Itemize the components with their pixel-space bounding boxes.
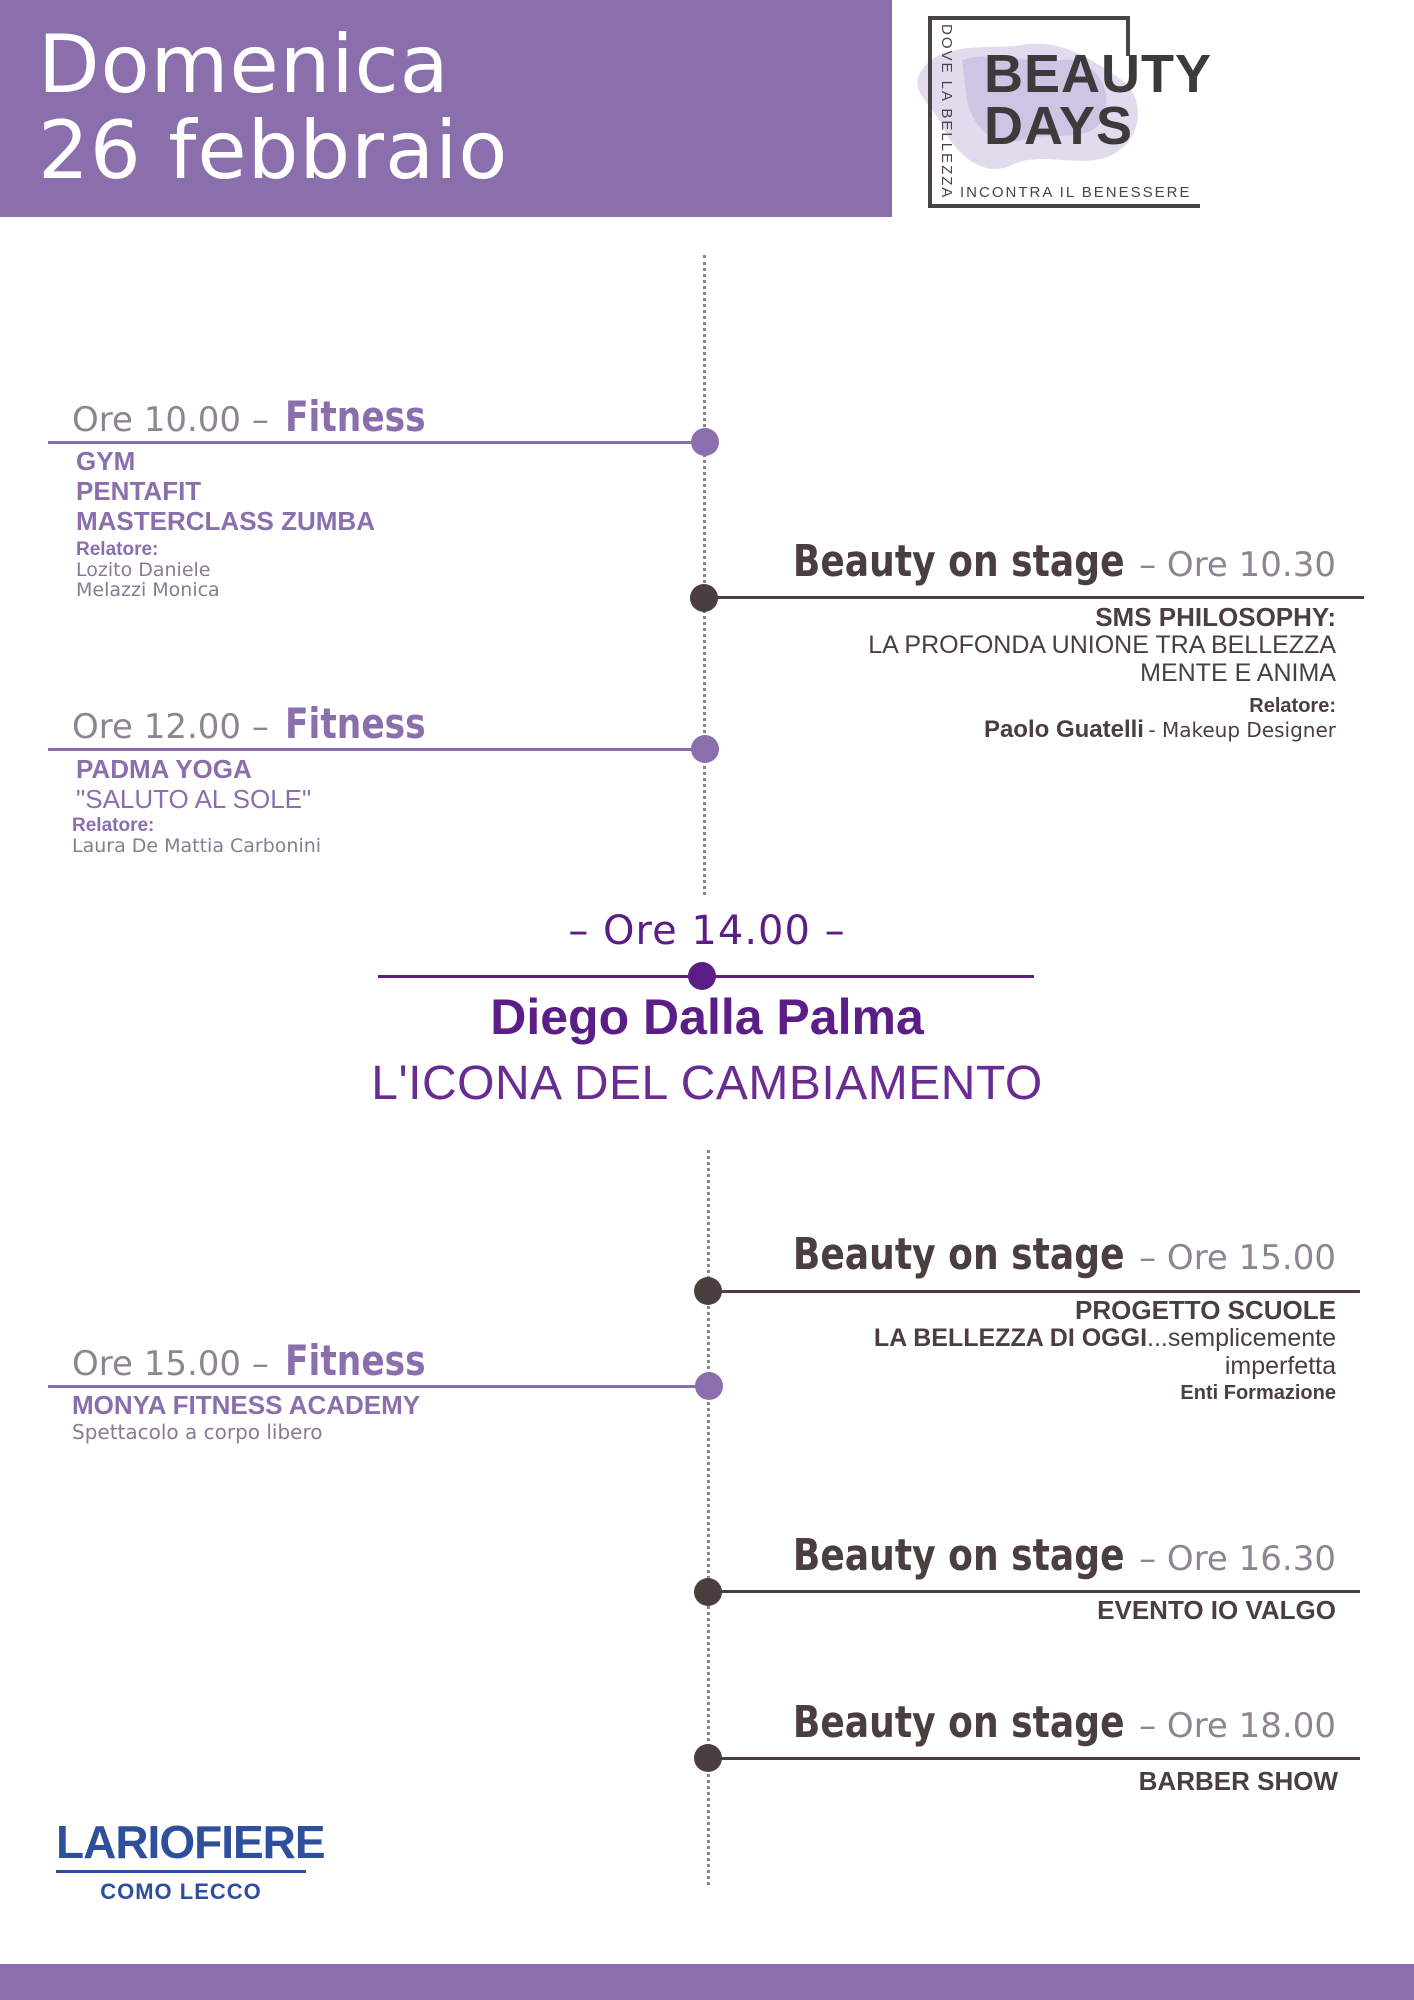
event-details: EVENTO IO VALGO xyxy=(776,1596,1336,1624)
speaker-label: Relatore: xyxy=(76,539,159,560)
event-line-text: imperfetta xyxy=(1224,1352,1336,1380)
watercolor-splash-icon xyxy=(917,43,1139,170)
event-title: MASTERCLASS ZUMBA xyxy=(76,506,375,536)
event-details: PROGETTO SCUOLE LA BELLEZZA DI OGGI...se… xyxy=(776,1296,1336,1404)
brand-subtitle: COMO LECCO xyxy=(100,1879,262,1904)
event-time: – Ore 18.00 xyxy=(1139,1706,1336,1746)
logo-word-days: DAYS xyxy=(984,96,1134,156)
event-category: Beauty on stage xyxy=(792,1229,1125,1280)
event-heading: Beauty on stage – Ore 15.00 xyxy=(720,1229,1336,1280)
logo-frame xyxy=(928,16,1130,20)
event-line xyxy=(708,1590,1360,1593)
event-title: PADMA YOGA xyxy=(76,754,252,784)
event-heading: Beauty on stage – Ore 18.00 xyxy=(720,1697,1336,1748)
timeline-dot xyxy=(690,584,718,612)
event-line xyxy=(704,596,1364,599)
event-time: Ore 10.00 – xyxy=(72,400,269,440)
footer-band xyxy=(0,1964,1414,2000)
event-time: Ore 12.00 – xyxy=(72,707,269,747)
logo-vertical-text: DOVE LA BELLEZZA xyxy=(938,24,955,200)
logo-frame xyxy=(928,16,932,208)
logo-word-beauty: BEAUTY xyxy=(984,44,1213,104)
logo-frame xyxy=(1126,16,1130,56)
event-note: Enti Formazione xyxy=(1180,1382,1336,1404)
logo-frame xyxy=(928,204,1200,208)
event-details: PADMA YOGA "SALUTO AL SOLE" Relatore: La… xyxy=(72,754,321,856)
logo-subtitle: INCONTRA IL BENESSERE xyxy=(960,184,1192,201)
event-details: BARBER SHOW xyxy=(778,1767,1338,1795)
event-description: Spettacolo a corpo libero xyxy=(72,1420,323,1444)
event-category: Fitness xyxy=(285,699,427,748)
event-line-text: ...semplicemente xyxy=(1147,1324,1336,1352)
event-line xyxy=(48,1385,708,1388)
page-title: Domenica 26 febbraio xyxy=(38,22,508,194)
event-title: BARBER SHOW xyxy=(1138,1766,1338,1796)
event-title: PROGETTO SCUOLE xyxy=(1075,1295,1336,1325)
event-title: PENTAFIT xyxy=(76,476,202,506)
event-line xyxy=(708,1290,1360,1293)
event-heading: Beauty on stage – Ore 16.30 xyxy=(720,1530,1336,1581)
event-line xyxy=(48,748,704,751)
event-time: – Ore 10.30 xyxy=(1139,545,1336,585)
lariofiere-logo: LARIOFIERE COMO LECCO xyxy=(56,1816,326,1905)
title-day: Domenica xyxy=(38,18,450,111)
event-details: GYM PENTAFIT MASTERCLASS ZUMBA Relatore:… xyxy=(76,446,375,600)
event-category: Fitness xyxy=(285,1336,427,1385)
timeline-dot xyxy=(694,1277,722,1305)
highlight-time: – Ore 14.00 – xyxy=(568,908,846,954)
event-details: SMS PHILOSOPHY: LA PROFONDA UNIONE TRA B… xyxy=(776,603,1336,743)
speaker-label: Relatore: xyxy=(72,815,155,836)
event-heading: Ore 12.00 – Fitness xyxy=(72,699,457,748)
timeline-dot xyxy=(695,1372,723,1400)
speaker-name: Laura De Mattia Carbonini xyxy=(72,835,322,857)
timeline-lower xyxy=(707,1150,710,1885)
title-date: 26 febbraio xyxy=(38,104,509,197)
event-title: EVENTO IO VALGO xyxy=(1097,1595,1336,1625)
speaker-role: - Makeup Designer xyxy=(1148,718,1336,742)
brand-rule xyxy=(56,1870,306,1873)
event-line-bold: LA BELLEZZA DI OGGI xyxy=(873,1324,1148,1352)
event-line xyxy=(48,441,704,444)
event-category: Beauty on stage xyxy=(792,1697,1125,1748)
timeline-dot xyxy=(694,1578,722,1606)
beauty-days-logo: DOVE LA BELLEZZA BEAUTY DAYS INCONTRA IL… xyxy=(917,12,1211,212)
speaker-name: Paolo Guatelli xyxy=(983,716,1144,743)
event-title: GYM xyxy=(76,446,136,476)
event-heading: Ore 10.00 – Fitness xyxy=(72,392,457,441)
event-category: Beauty on stage xyxy=(792,1530,1125,1581)
brand-name: LARIOFIERE xyxy=(56,1816,326,1868)
timeline-dot xyxy=(691,428,719,456)
event-title: MONYA FITNESS ACADEMY xyxy=(72,1390,421,1420)
event-line-text: MENTE E ANIMA xyxy=(1140,659,1336,687)
timeline-upper xyxy=(703,255,706,895)
event-time: – Ore 16.30 xyxy=(1139,1539,1336,1579)
speaker-name: Melazzi Monica xyxy=(76,579,220,601)
event-category: Beauty on stage xyxy=(792,536,1125,587)
event-heading: Beauty on stage – Ore 10.30 xyxy=(720,536,1336,587)
event-line xyxy=(708,1757,1360,1760)
highlight-speaker: Diego Dalla Palma xyxy=(490,989,924,1045)
timeline-dot xyxy=(694,1744,722,1772)
event-category: Fitness xyxy=(285,392,427,441)
event-title: SMS PHILOSOPHY: xyxy=(1095,602,1336,632)
event-time: Ore 15.00 – xyxy=(72,1344,269,1384)
timeline-dot xyxy=(691,735,719,763)
highlight-tagline: L'ICONA DEL CAMBIAMENTO xyxy=(371,1057,1043,1110)
timeline-dot xyxy=(688,962,716,990)
header-band: Domenica 26 febbraio xyxy=(0,0,892,217)
event-line-text: LA PROFONDA UNIONE TRA BELLEZZA xyxy=(868,631,1336,659)
speaker-name: Lozito Daniele xyxy=(76,559,211,581)
event-time: – Ore 15.00 xyxy=(1139,1238,1336,1278)
event-heading: Ore 15.00 – Fitness xyxy=(72,1336,457,1385)
event-subtitle: "SALUTO AL SOLE" xyxy=(76,784,312,814)
event-details: MONYA FITNESS ACADEMY Spettacolo a corpo… xyxy=(72,1390,420,1444)
speaker-label: Relatore: xyxy=(1249,695,1336,717)
